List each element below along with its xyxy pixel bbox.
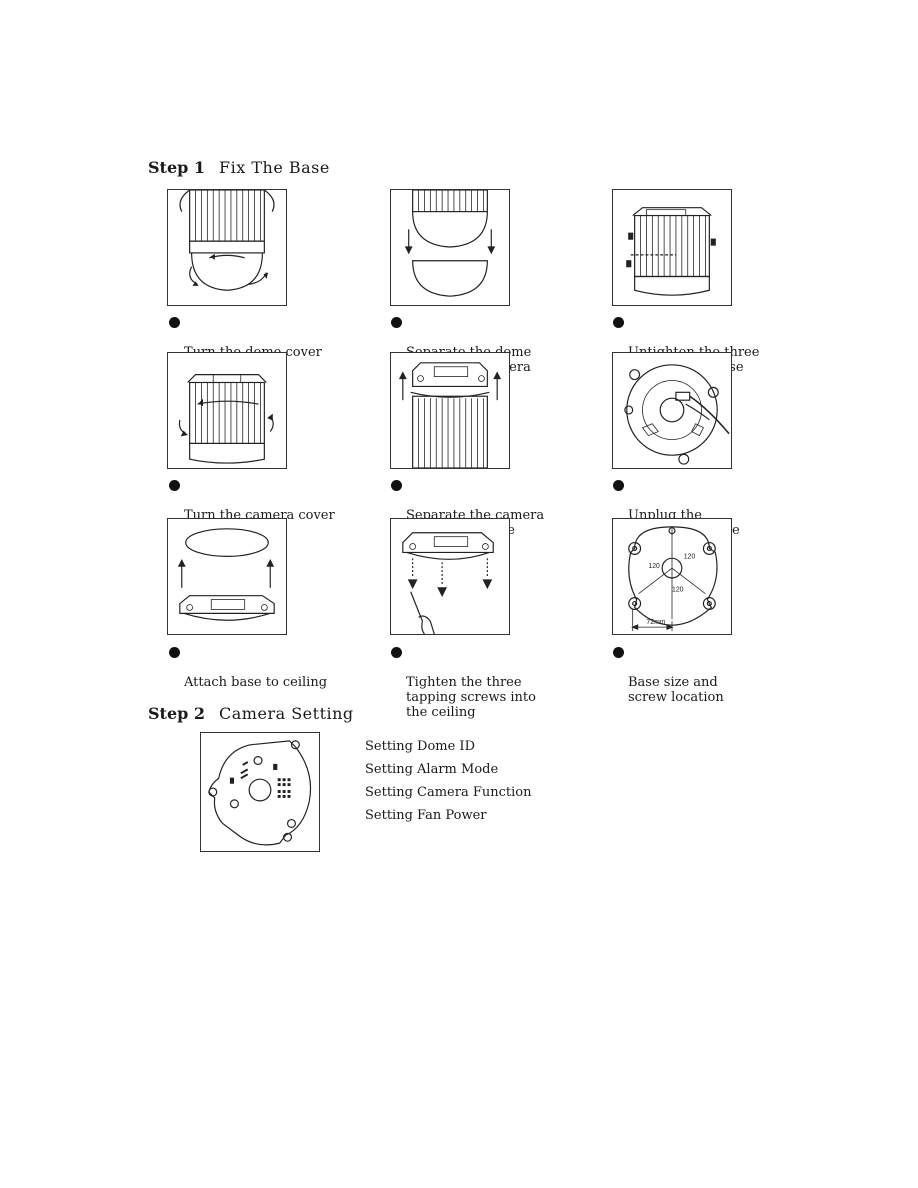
bullet-icon (169, 317, 180, 328)
illustration-untighten-screws (612, 189, 732, 306)
step1-title: Fix The Base (219, 158, 330, 177)
step2-title: Camera Setting (219, 704, 354, 723)
illustration-turn-dome-cover (167, 189, 287, 306)
illustration-base-size: 120 120 120 72mm (612, 518, 732, 635)
bullet-icon (613, 647, 624, 658)
dimension-label: 72mm (646, 619, 665, 626)
caption-base-size: Base size and screw location (613, 645, 724, 720)
bullet-icon (169, 647, 180, 658)
setting-item: Setting Camera Function (365, 785, 532, 800)
illustration-separate-camera-body (390, 352, 510, 469)
angle-label-bottom: 120 (672, 587, 684, 594)
bullet-icon (613, 317, 624, 328)
step1-number: Step 1 (148, 158, 206, 177)
caption-attach-base: Attach base to ceiling (169, 645, 327, 705)
step1-heading: Step 1 Fix The Base (148, 158, 330, 177)
setting-item: Setting Fan Power (365, 808, 487, 823)
illustration-camera-setting-board (200, 732, 320, 852)
bullet-icon (391, 317, 402, 328)
illustration-tighten-screws (390, 518, 510, 635)
bullet-icon (391, 647, 402, 658)
bullet-icon (613, 480, 624, 491)
angle-label-right: 120 (684, 553, 696, 560)
angle-label-left: 120 (648, 563, 660, 570)
bullet-icon (391, 480, 402, 491)
illustration-separate-dome-cover (390, 189, 510, 306)
caption-tighten-screws: Tighten the three tapping screws into th… (391, 645, 536, 735)
illustration-turn-camera-cover (167, 352, 287, 469)
illustration-attach-base (167, 518, 287, 635)
bullet-icon (169, 480, 180, 491)
step2-number: Step 2 (148, 704, 206, 723)
setting-item: Setting Dome ID (365, 739, 475, 754)
illustration-unplug-cable (612, 352, 732, 469)
step2-heading: Step 2 Camera Setting (148, 704, 354, 723)
setting-item: Setting Alarm Mode (365, 762, 499, 777)
